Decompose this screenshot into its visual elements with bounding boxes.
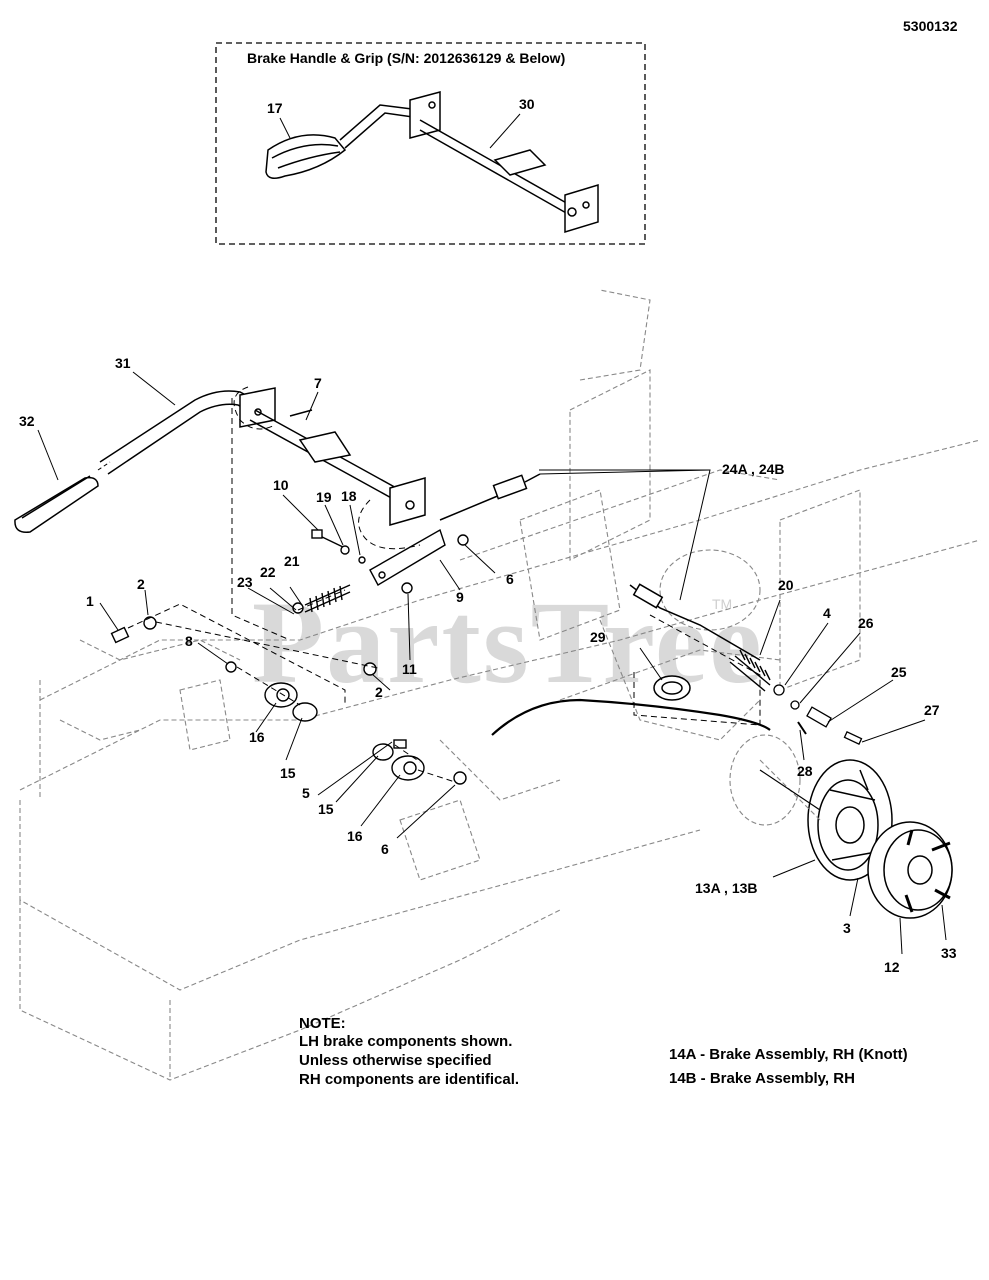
note-heading: NOTE: [299,1015,346,1032]
callout-23[interactable]: 23 [237,574,253,590]
spring-21 [304,584,351,613]
grip-32 [14,475,99,533]
callout-28[interactable]: 28 [797,763,813,779]
mower-frame-outline [19,289,981,1081]
callout-8[interactable]: 8 [185,633,193,649]
callout-11[interactable]: 11 [402,661,417,677]
callout-31[interactable]: 31 [115,355,131,371]
callout-27[interactable]: 27 [924,702,940,718]
inset-grip-17 [265,134,347,179]
callout-21[interactable]: 21 [284,553,300,569]
callout-29[interactable]: 29 [590,629,606,645]
callout-19[interactable]: 19 [316,489,332,505]
brake-handle-31 [99,387,426,526]
callout-18[interactable]: 18 [341,488,357,504]
inset-handle-30 [339,91,599,234]
legend-line-1: 14A - Brake Assembly, RH (Knott) [669,1046,908,1063]
note-line-3: RH components are identifical. [299,1071,520,1088]
note-line-1: LH brake components shown. [299,1033,513,1050]
note-line-2: Unless otherwise specified [299,1052,492,1069]
callout-4[interactable]: 4 [823,605,831,621]
document-number: 5300132 [903,18,958,34]
callout-6-upper[interactable]: 6 [506,571,514,587]
watermark-trademark: TM [712,596,733,612]
callout-26[interactable]: 26 [858,615,874,631]
bolts-nuts [110,616,467,785]
callout-1[interactable]: 1 [86,593,94,609]
inset-title: Brake Handle & Grip (S/N: 2012636129 & B… [247,50,566,66]
callout-10[interactable]: 10 [273,477,289,493]
callout-17[interactable]: 17 [267,100,283,116]
brake-drum-12 [867,821,953,919]
assembly-lines [127,386,761,783]
leader-lines [37,113,947,955]
inset-frame [215,42,646,245]
callout-5[interactable]: 5 [302,785,310,801]
callout-7[interactable]: 7 [314,375,322,391]
callout-25[interactable]: 25 [891,664,907,680]
callout-2-lower[interactable]: 2 [375,684,383,700]
callout-9[interactable]: 9 [456,589,464,605]
callout-15-left[interactable]: 15 [280,765,296,781]
callout-3[interactable]: 3 [843,920,851,936]
callout-20[interactable]: 20 [778,577,794,593]
callout-30[interactable]: 30 [519,96,535,112]
callout-15-right[interactable]: 15 [318,801,334,817]
callout-33[interactable]: 33 [941,945,957,961]
spring-20 [729,649,771,692]
callout-32[interactable]: 32 [19,413,35,429]
callout-22[interactable]: 22 [260,564,276,580]
legend-line-2: 14B - Brake Assembly, RH [669,1070,855,1087]
callout-16-left[interactable]: 16 [249,729,265,745]
callout-2-upper[interactable]: 2 [137,576,145,592]
callout-24a-24b[interactable]: 24A , 24B [722,461,785,477]
callout-12[interactable]: 12 [884,959,900,975]
callout-13a-13b[interactable]: 13A , 13B [695,880,758,896]
seal-29 [653,675,691,701]
callout-16-right[interactable]: 16 [347,828,363,844]
callout-6-lower[interactable]: 6 [381,841,389,857]
small-hardware [773,684,863,745]
brake-cable-24 [439,473,771,736]
linkage-9 [292,528,469,614]
